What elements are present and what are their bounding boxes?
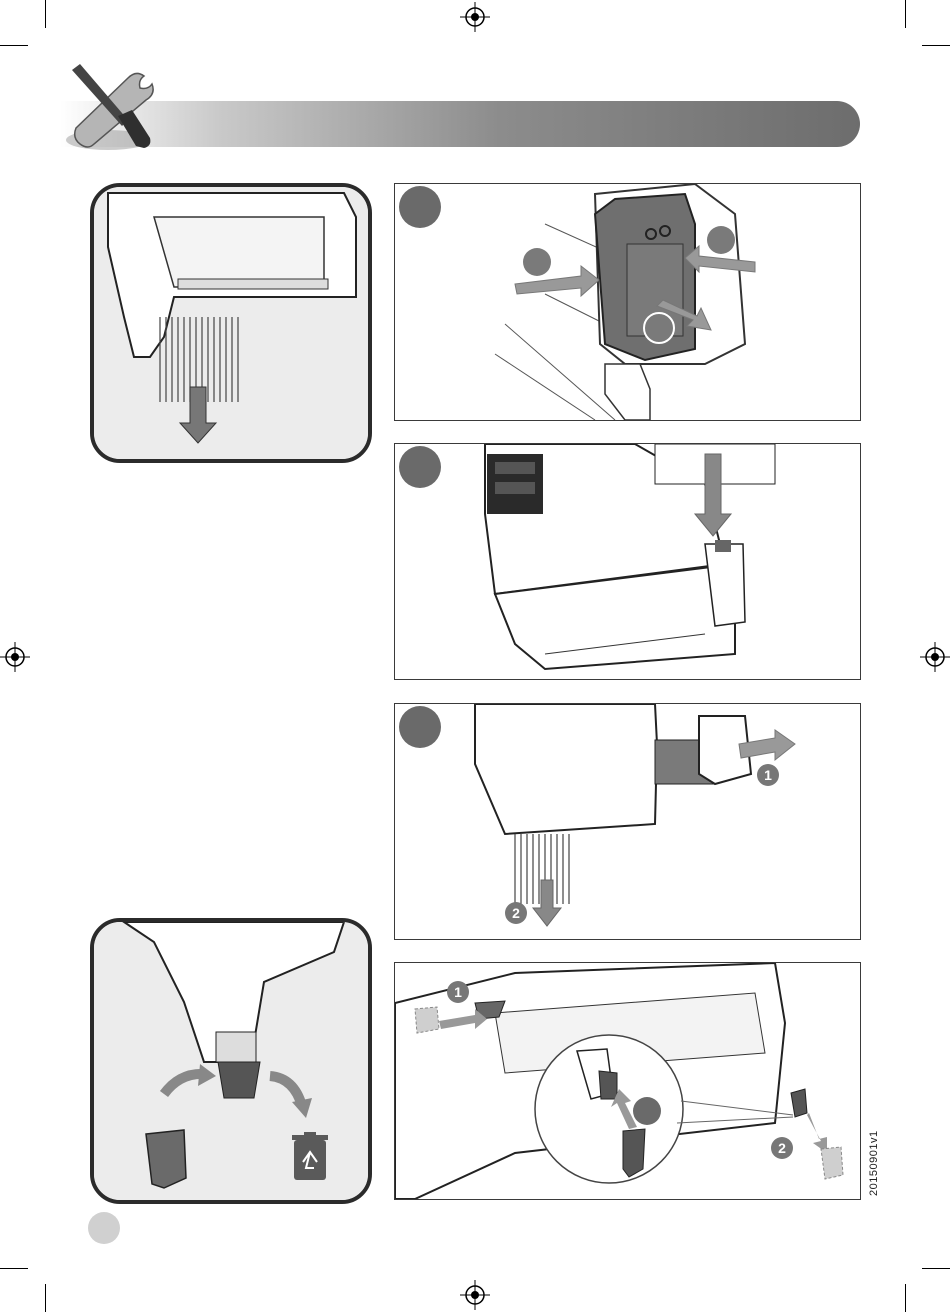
detail-step-marker bbox=[633, 1097, 661, 1125]
registration-target-icon bbox=[0, 642, 30, 672]
nail-strip-removal-illustration bbox=[90, 183, 372, 463]
nailer-magazine-drawing bbox=[94, 187, 368, 459]
registration-target-icon bbox=[460, 2, 490, 32]
crop-mark-br-h bbox=[922, 1268, 950, 1269]
crop-mark-tr-v bbox=[905, 0, 906, 28]
crop-mark-tr-h bbox=[922, 45, 950, 46]
step-2-magazine-release-illustration bbox=[394, 443, 861, 680]
step-3-nail-removal-illustration: 1 2 bbox=[394, 703, 861, 940]
version-code: 20150901v1 bbox=[868, 1130, 880, 1196]
step-1-battery-illustration bbox=[394, 183, 861, 421]
step-4-nose-tip-illustration: 1 2 bbox=[394, 962, 861, 1200]
crop-mark-br-v bbox=[905, 1284, 906, 1312]
page-number-marker bbox=[88, 1212, 120, 1244]
section-header-bar bbox=[60, 101, 860, 147]
registration-target-icon bbox=[920, 642, 950, 672]
press-marker-left bbox=[523, 248, 551, 276]
screwdriver-wrench-icon bbox=[58, 58, 158, 154]
crop-mark-tl-h bbox=[0, 45, 28, 46]
registration-target-icon bbox=[460, 1280, 490, 1310]
step-number-badge: 2 bbox=[505, 902, 527, 924]
step-number-badge: 2 bbox=[771, 1137, 793, 1159]
crop-mark-bl-v bbox=[45, 1284, 46, 1312]
pull-marker bbox=[643, 312, 675, 344]
crop-mark-tl-v bbox=[45, 0, 46, 28]
nose-tip-replacement-illustration bbox=[90, 918, 372, 1204]
magazine-release-drawing bbox=[395, 444, 860, 679]
recycle-bin-icon bbox=[290, 1132, 330, 1182]
crop-mark-bl-h bbox=[0, 1268, 28, 1269]
step-number-badge: 1 bbox=[447, 981, 469, 1003]
step-number-badge: 1 bbox=[757, 764, 779, 786]
pusher-pull-drawing bbox=[395, 704, 860, 939]
nose-tip-cap bbox=[146, 1130, 186, 1188]
press-marker-right bbox=[707, 226, 735, 254]
battery-removal-drawing bbox=[395, 184, 860, 420]
